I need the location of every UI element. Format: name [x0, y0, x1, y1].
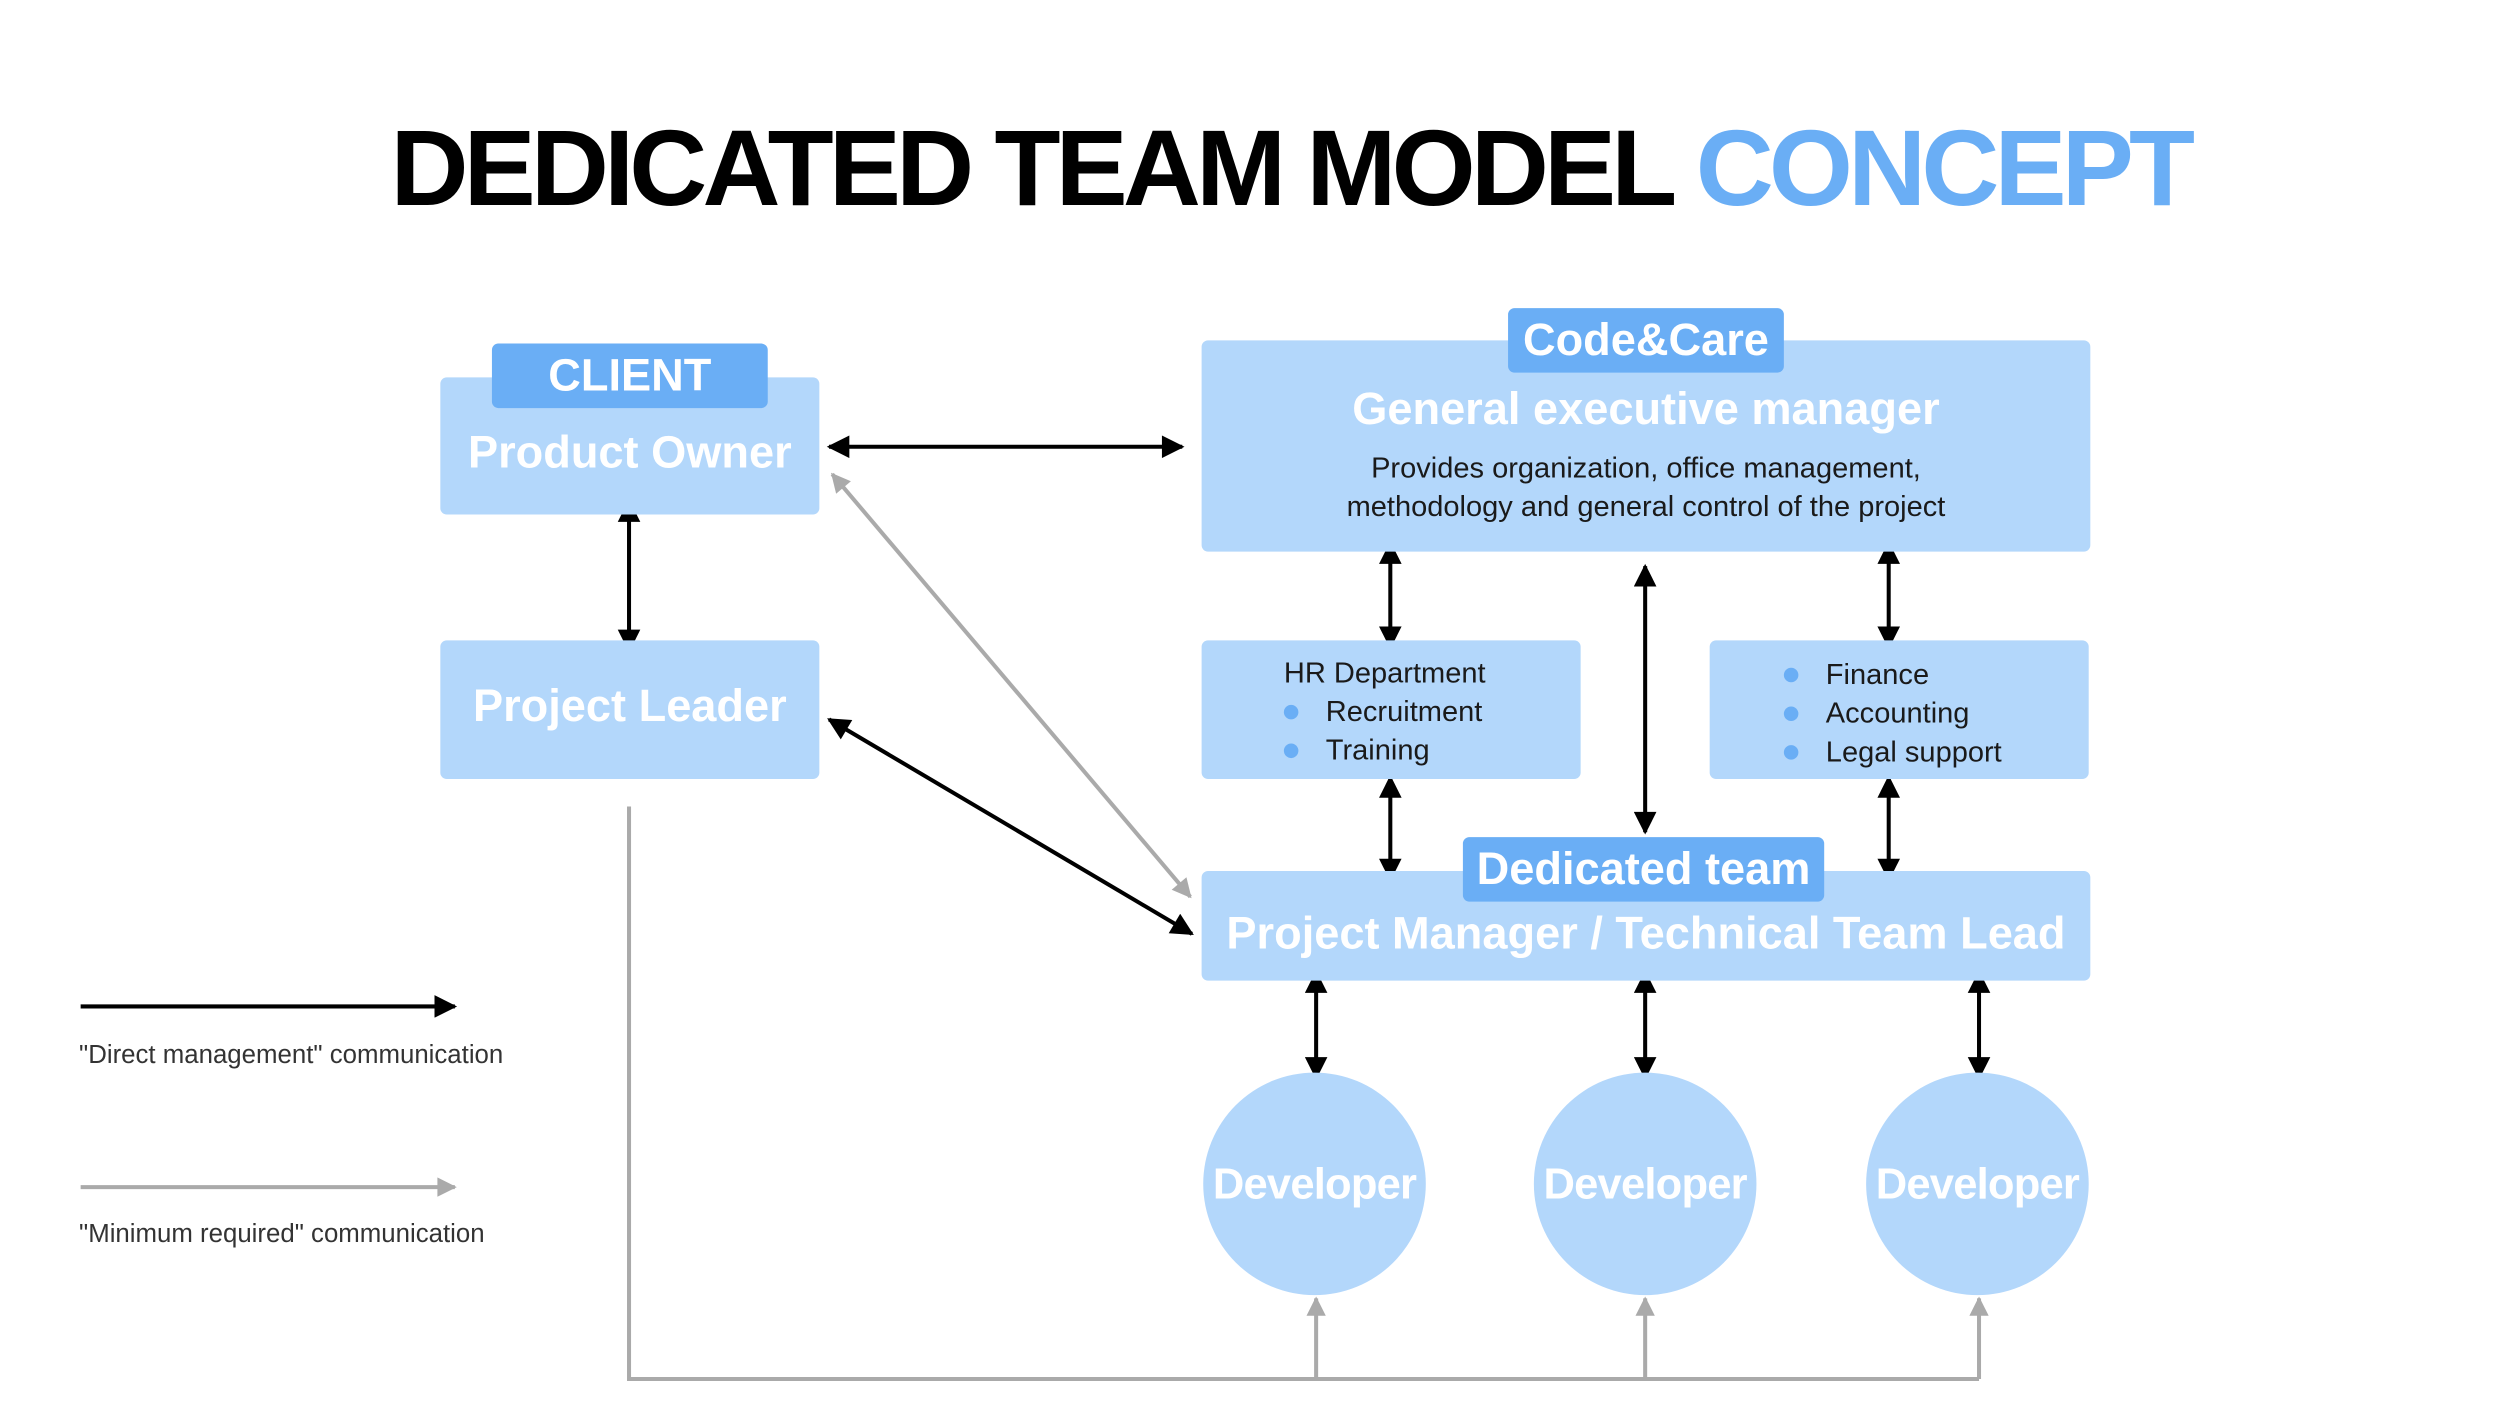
product-owner-label: Product Owner [467, 427, 792, 478]
client-tag: CLIENT [491, 343, 768, 409]
gem-title: General executive manager [1352, 383, 1940, 434]
project-leader-label: Project Leader [472, 680, 787, 731]
developer-circle-1: Developer [1203, 1072, 1426, 1296]
developer-circle-3: Developer [1866, 1072, 2089, 1296]
general-executive-manager-box [1201, 340, 2091, 552]
title-main: DEDICATED TEAM MODEL [390, 108, 1675, 230]
finance-item: Legal support [1783, 732, 2002, 771]
gem-description: Provides organization, office management… [1202, 448, 2091, 525]
hr-item-label: Training [1325, 733, 1430, 767]
hr-department-box [1201, 640, 1581, 780]
company-tag: Code&Care [1508, 308, 1784, 373]
finance-item-label: Accounting [1825, 696, 1970, 730]
dedicated-team-tag: Dedicated team [1462, 837, 1825, 902]
line-pl-developers-minimum [627, 806, 1980, 1382]
hr-item: Recruitment [1283, 692, 1486, 731]
arrow-po-team-minimum [830, 472, 1192, 899]
hr-department-list: HR Department Recruitment Training [1283, 653, 1486, 770]
hr-item: Training [1283, 731, 1486, 770]
finance-item-label: Legal support [1825, 735, 2002, 768]
bullet-icon [1783, 705, 1799, 721]
gem-desc-line2: methodology and general control of the p… [1346, 490, 1946, 523]
bullet-icon [1783, 744, 1799, 759]
title-accent: CONCEPT [1695, 108, 2195, 230]
finance-item: Accounting [1783, 694, 2002, 733]
finance-box [1709, 640, 2089, 780]
developer-circle-2: Developer [1533, 1072, 1757, 1296]
legend-minimum-label: "Minimum required" communication [79, 1220, 485, 1249]
finance-item: Finance [1783, 655, 2002, 694]
hr-item-label: Recruitment [1325, 695, 1483, 728]
bullet-icon [1283, 704, 1299, 719]
legend-direct-label: "Direct management" communication [79, 1041, 504, 1070]
gem-desc-line1: Provides organization, office management… [1371, 451, 1921, 484]
finance-list: Finance Accounting Legal support [1783, 655, 2002, 771]
arrow-pl-team [827, 717, 1194, 936]
bullet-icon [1283, 742, 1299, 758]
bullet-icon [1783, 666, 1799, 682]
finance-item-label: Finance [1825, 658, 1930, 691]
team-lead-label: Project Manager / Technical Team Lead [1226, 908, 2066, 959]
hr-title: HR Department [1283, 656, 1486, 689]
page-title: DEDICATED TEAM MODEL CONCEPT [0, 106, 2500, 230]
project-leader-box [440, 640, 820, 780]
